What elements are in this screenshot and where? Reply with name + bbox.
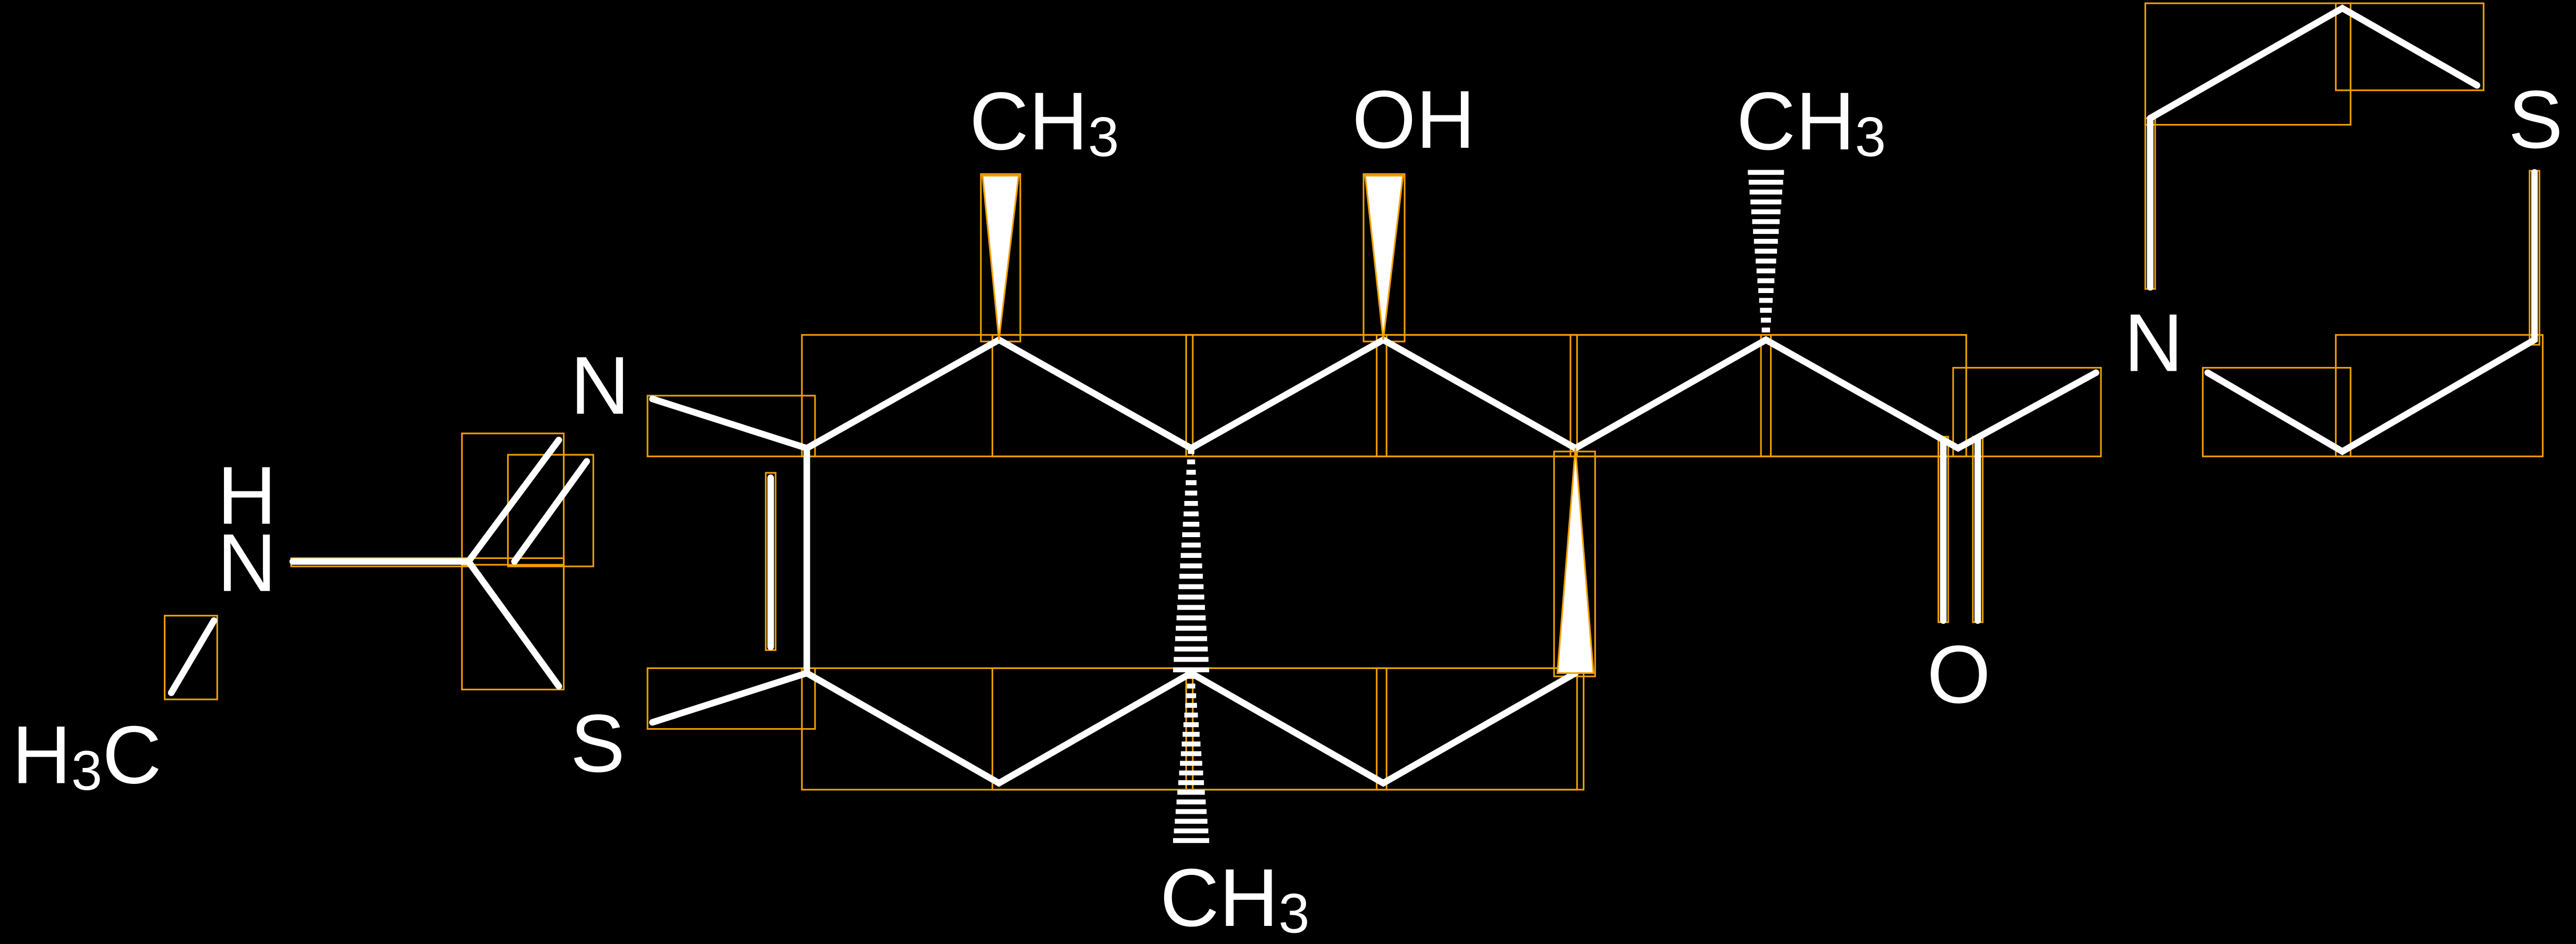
bond-top-chain [803, 336, 2099, 452]
wedge-bonds [982, 174, 1594, 674]
bond-bottom-chain [803, 669, 1579, 787]
label-h-nh: H [217, 449, 276, 541]
hashed-bond-ch3-right [1748, 170, 1784, 342]
hashed-bond-center-down [1173, 449, 1209, 673]
bond-c-n-double-2 [511, 458, 591, 565]
bond-methyl-n [168, 617, 218, 696]
label-h3c: H3C [12, 708, 161, 801]
bond-c-s [465, 558, 562, 690]
label-n-nh: N [217, 516, 276, 608]
hashed-bonds [1173, 170, 1784, 843]
label-oh: OH [1352, 73, 1475, 165]
label-n-left: N [570, 339, 629, 431]
bond-ring-top-right [2147, 4, 2481, 122]
hashed-bond-ch3-bottom [1173, 674, 1209, 843]
label-s-top-right: S [2508, 73, 2563, 165]
label-ch3-top-right: CH3 [1736, 75, 1886, 168]
label-n-right: N [2124, 297, 2183, 389]
bonds [168, 4, 2538, 787]
bond-ring-bottom-right [2204, 169, 2538, 456]
label-ch3-bottom: CH3 [1160, 851, 1309, 944]
wedge-bond-ch3-left [982, 174, 1020, 340]
bond-n-ring [649, 395, 810, 452]
label-ch3-top-left: CH3 [969, 75, 1119, 168]
wedge-bond-oh [1364, 174, 1404, 340]
label-s-left: S [570, 697, 625, 789]
bond-s-ring [649, 670, 810, 726]
bond-c-n-double-1 [465, 437, 562, 565]
atom-labels: CH3 OH CH3 S N N H N H3C S O CH3 [12, 73, 2563, 944]
label-o-carbonyl: O [1927, 628, 1991, 720]
wedge-bond-center-down [1556, 448, 1594, 674]
